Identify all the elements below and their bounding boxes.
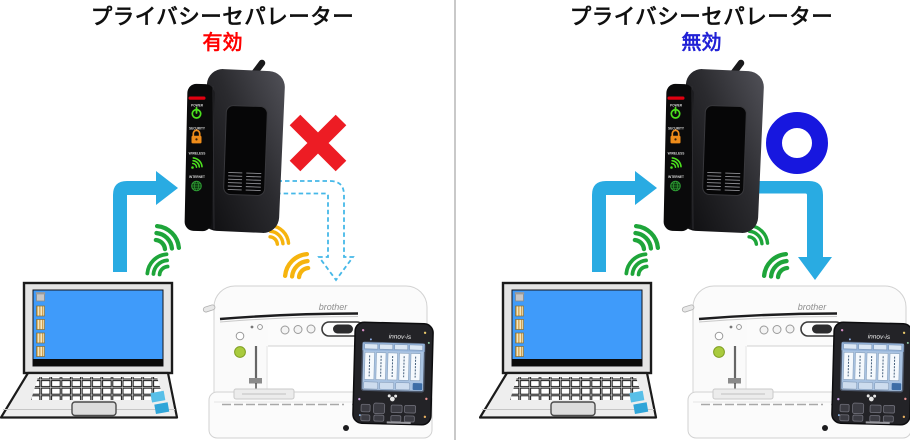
panel-divider (454, 0, 456, 440)
wireless-router (663, 63, 764, 234)
laptop-to-router-arrow (113, 171, 178, 272)
wireless-router (184, 63, 285, 234)
cross-mark-icon (289, 114, 347, 172)
circle-mark-icon (766, 112, 828, 174)
privacy-status-label: 有効 (202, 32, 243, 54)
router-to-machine-arrow (749, 181, 832, 280)
panel-title: プライバシーセパレーター (90, 5, 355, 29)
wifi-signals-router-machine (747, 223, 787, 277)
diagram-scene (479, 0, 910, 440)
sewing-machine (680, 284, 910, 440)
laptop-computer (479, 281, 658, 419)
panel-privacy-separator-disabled: プライバシーセパレーター 無効 (479, 0, 910, 440)
router-to-machine-arrow-blocked (269, 180, 355, 282)
wifi-signals-laptop-router (624, 226, 658, 277)
wifi-signals-laptop-router (145, 226, 179, 277)
diagram-scene (0, 0, 435, 440)
laptop-computer (0, 281, 179, 419)
privacy-status-label: 無効 (681, 32, 722, 54)
laptop-to-router-arrow (592, 171, 657, 272)
wifi-signals-router-machine (268, 223, 308, 277)
panel-title: プライバシーセパレーター (569, 5, 834, 29)
sewing-machine (201, 284, 435, 440)
panel-privacy-separator-enabled: プライバシーセパレーター 有効 (0, 0, 445, 440)
